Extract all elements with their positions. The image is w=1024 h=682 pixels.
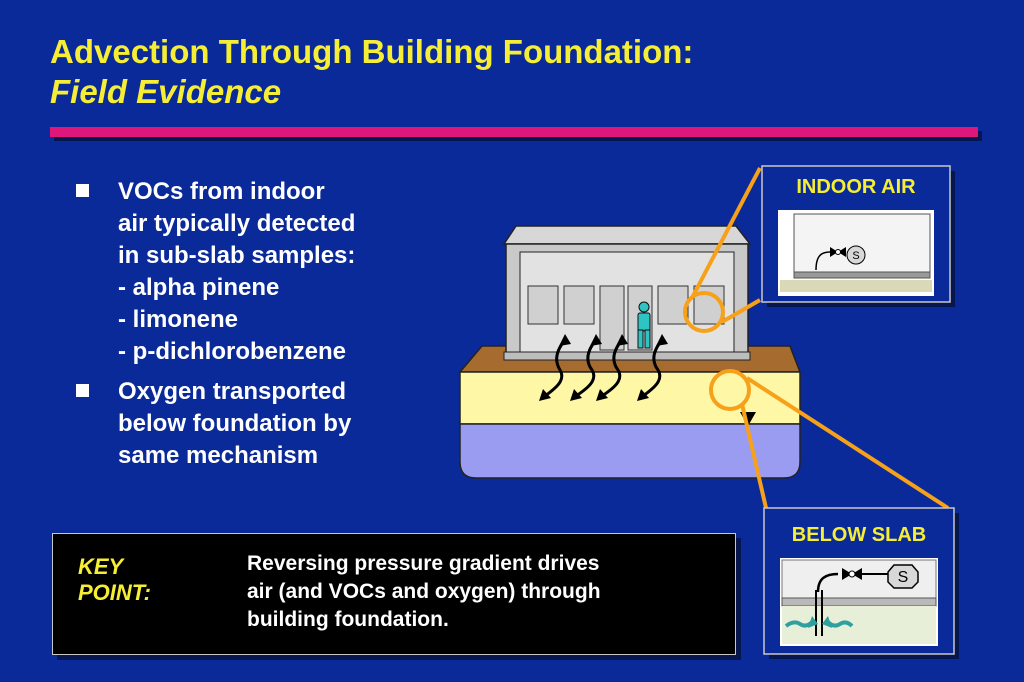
key-label-line: POINT: <box>78 580 151 605</box>
indoor-air-label: INDOOR AIR <box>796 176 916 198</box>
belowslab-sampler-label: S <box>898 569 909 586</box>
advection-arrows <box>544 339 664 398</box>
arrow-heads <box>539 334 668 401</box>
title-main: Advection Through Building Foundation: <box>50 33 694 70</box>
bullet-line: - limonene <box>118 306 239 333</box>
valve-icon <box>842 568 862 580</box>
callouts <box>683 167 950 510</box>
bullet-item-vocs: VOCs from indoor air typically detected … <box>72 176 442 368</box>
bullet-line: in sub-slab samples: <box>118 242 356 269</box>
arrow-down-icon <box>539 389 551 401</box>
slide-title: Advection Through Building Foundation: F… <box>50 32 693 112</box>
arrow-up-icon <box>590 334 602 346</box>
arrow-down-icon <box>637 389 649 401</box>
bullet-list: VOCs from indoor air typically detected … <box>72 176 442 480</box>
key-text-line: air (and VOCs and oxygen) through <box>247 580 601 603</box>
indoor-callout-circle <box>683 291 725 333</box>
sampler-icon <box>887 564 919 589</box>
key-point-box: KEY POINT: Reversing pressure gradient d… <box>52 533 736 655</box>
groundwater-zone <box>459 423 801 479</box>
building <box>502 225 752 361</box>
bullet-item-oxygen: Oxygen transported below foundation by s… <box>72 376 442 472</box>
bullet-line: VOCs from indoor <box>118 178 325 205</box>
key-text-line: building foundation. <box>247 608 449 631</box>
bullet-line: Oxygen transported <box>118 378 347 405</box>
key-text-line: Reversing pressure gradient drives <box>247 552 600 575</box>
bullet-line: - p-dichlorobenzene <box>118 338 346 365</box>
building-roof <box>502 225 752 245</box>
arrow-up-icon <box>559 334 571 346</box>
bullet-square-icon <box>76 184 89 197</box>
below-slab-panel: S <box>763 507 959 659</box>
window <box>527 285 559 325</box>
person-icon <box>637 301 651 349</box>
window <box>657 285 689 325</box>
bullet-line: air typically detected <box>118 210 356 237</box>
flow-arrow-right-icon <box>826 620 854 628</box>
title-subtitle: Field Evidence <box>50 73 282 110</box>
arrow-up-icon <box>616 334 628 346</box>
sampler-icon <box>846 245 866 265</box>
arrow-down-icon <box>570 389 582 401</box>
ground-cross-section <box>458 345 802 479</box>
title-divider <box>50 127 978 137</box>
valve-icon <box>830 247 846 257</box>
window <box>563 285 595 325</box>
indoor-sampler-label: S <box>852 250 859 262</box>
key-point-text: Reversing pressure gradient drives air (… <box>247 550 717 634</box>
bullet-square-icon <box>76 384 89 397</box>
arrow-down-icon <box>596 389 608 401</box>
bullet-line: same mechanism <box>118 442 319 469</box>
bullet-line: - alpha pinene <box>118 274 280 301</box>
key-label-line: KEY <box>78 554 124 579</box>
key-point-label: KEY POINT: <box>78 554 151 606</box>
bullet-line: below foundation by <box>118 410 352 437</box>
flow-arrow-left-icon <box>784 620 814 628</box>
window <box>693 285 725 325</box>
foundation-slab <box>503 351 751 361</box>
indoor-air-panel: S <box>761 165 955 307</box>
arrow-up-icon <box>656 334 668 346</box>
below-slab-label: BELOW SLAB <box>791 524 927 546</box>
belowslab-callout-circle <box>709 369 751 411</box>
